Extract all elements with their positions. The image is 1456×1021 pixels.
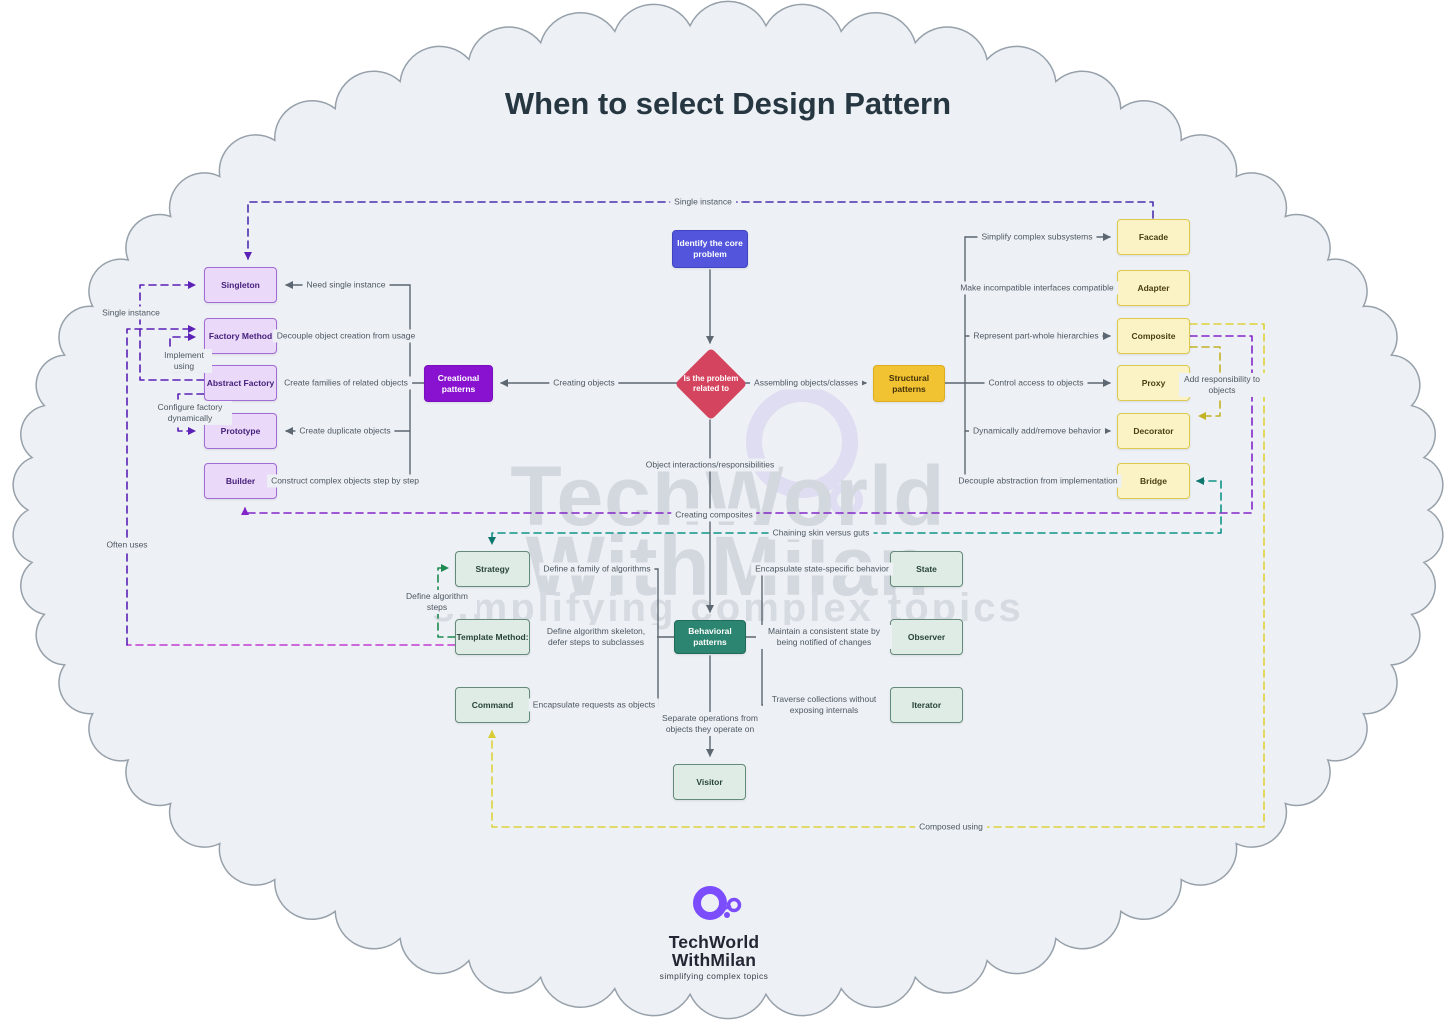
rel-chaining-skin-guts: Chaining skin versus guts	[768, 526, 874, 540]
node-behavioral-patterns: Behavioral patterns	[674, 620, 746, 654]
rel-define-algorithm-steps: Define algorithm steps	[397, 589, 477, 615]
rel-composed-using: Composed using	[915, 820, 987, 834]
edge-family-of-algorithms: Define a family of algorithms	[539, 562, 655, 576]
logo-name-top: TechWorld	[668, 932, 760, 952]
node-bridge: Bridge	[1117, 463, 1190, 499]
edge-traverse-collections: Traverse collections without exposing in…	[763, 692, 885, 718]
decision-diamond	[676, 349, 746, 419]
edge-incompatible-interfaces: Make incompatible interfaces compatible	[956, 281, 1118, 295]
edge-construct-step-by-step: Construct complex objects step by step	[267, 474, 423, 488]
node-abstract-factory: Abstract Factory	[204, 365, 277, 401]
node-facade: Facade	[1117, 219, 1190, 255]
node-factory-method: Factory Method	[204, 318, 277, 354]
decision-label: Is the problem related to	[683, 373, 739, 393]
node-creational-patterns: Creational patterns	[424, 365, 493, 402]
node-state: State	[890, 551, 963, 587]
edge-add-remove-behavior: Dynamically add/remove behavior	[968, 424, 1106, 438]
rel-single-instance-left: Single instance	[98, 306, 164, 320]
edge-decouple-creation: Decouple object creation from usage	[272, 329, 420, 343]
logo-tagline: simplifying complex topics	[659, 971, 769, 982]
logo-name-bottom: WithMilan	[671, 950, 757, 971]
edge-part-whole: Represent part-whole hierarchies	[969, 329, 1103, 343]
page-title: When to select Design Pattern	[504, 86, 952, 121]
edge-object-interactions: Object interactions/responsibilities	[641, 458, 779, 472]
node-identify-core-problem: Identify the core problem	[672, 230, 748, 268]
node-singleton: Singleton	[204, 267, 277, 303]
node-visitor: Visitor	[673, 764, 746, 800]
techworld-logo-icon	[693, 886, 742, 920]
node-observer: Observer	[890, 619, 963, 655]
edge-separate-operations: Separate operations from objects they op…	[650, 711, 770, 737]
node-composite: Composite	[1117, 318, 1190, 354]
edge-assembling-objects: Assembling objects/classes	[750, 376, 862, 390]
node-strategy: Strategy	[455, 551, 530, 587]
techworld-logo: TechWorld WithMilan simplifying complex …	[634, 882, 794, 981]
node-template-method: Template Method:	[455, 619, 530, 655]
rel-often-uses: Often uses	[102, 538, 152, 552]
edge-control-access: Control access to objects	[984, 376, 1088, 390]
edge-algorithm-skeleton: Define algorithm skeleton, defer steps t…	[535, 624, 657, 650]
rel-single-instance-top: Single instance	[670, 195, 736, 209]
node-structural-patterns: Structural patterns	[873, 365, 945, 402]
rel-configure-factory: Configure factory dynamically	[148, 400, 232, 426]
rel-creating-composites: Creating composites	[671, 508, 757, 522]
edge-need-single-instance: Need single instance	[302, 278, 390, 292]
edge-encapsulate-requests: Encapsulate requests as objects	[528, 698, 660, 712]
rel-add-responsibility: Add responsibility to objects	[1179, 372, 1265, 398]
edge-consistent-state: Maintain a consistent state by being not…	[756, 624, 892, 650]
node-prototype: Prototype	[204, 413, 277, 449]
edge-simplify-subsystems: Simplify complex subsystems	[977, 230, 1097, 244]
edge-creating-objects: Creating objects	[549, 376, 619, 390]
node-builder: Builder	[204, 463, 277, 499]
edge-create-families: Create families of related objects	[280, 376, 412, 390]
node-adapter: Adapter	[1117, 270, 1190, 306]
edge-create-duplicates: Create duplicate objects	[295, 424, 395, 438]
node-decorator: Decorator	[1117, 413, 1190, 449]
node-command: Command	[455, 687, 530, 723]
edge-state-specific: Encapsulate state-specific behavior	[751, 562, 893, 576]
rel-implement-using: Implement using	[156, 348, 212, 374]
node-iterator: Iterator	[890, 687, 963, 723]
edge-decouple-abstraction: Decouple abstraction from implementation	[954, 474, 1122, 488]
